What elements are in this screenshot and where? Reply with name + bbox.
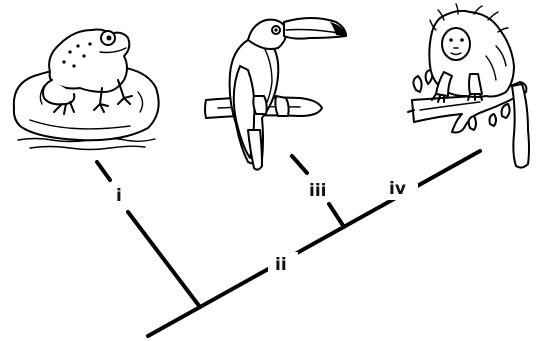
branch-toucan-dash — [292, 156, 307, 173]
branch-label-iii: iii — [309, 181, 326, 201]
branch-frog-dash — [97, 162, 110, 180]
branch-label-iv: iv — [389, 179, 406, 199]
branch-label-i: i — [116, 186, 122, 206]
toucan-icon — [205, 18, 346, 170]
cladogram-tree — [97, 151, 480, 336]
branch-toucan — [329, 204, 344, 227]
branch-frog — [128, 212, 200, 307]
branch-label-ii: ii — [275, 255, 287, 275]
tamarin-icon — [408, 4, 529, 168]
frog-icon — [14, 30, 159, 150]
trunk-line — [148, 151, 480, 336]
